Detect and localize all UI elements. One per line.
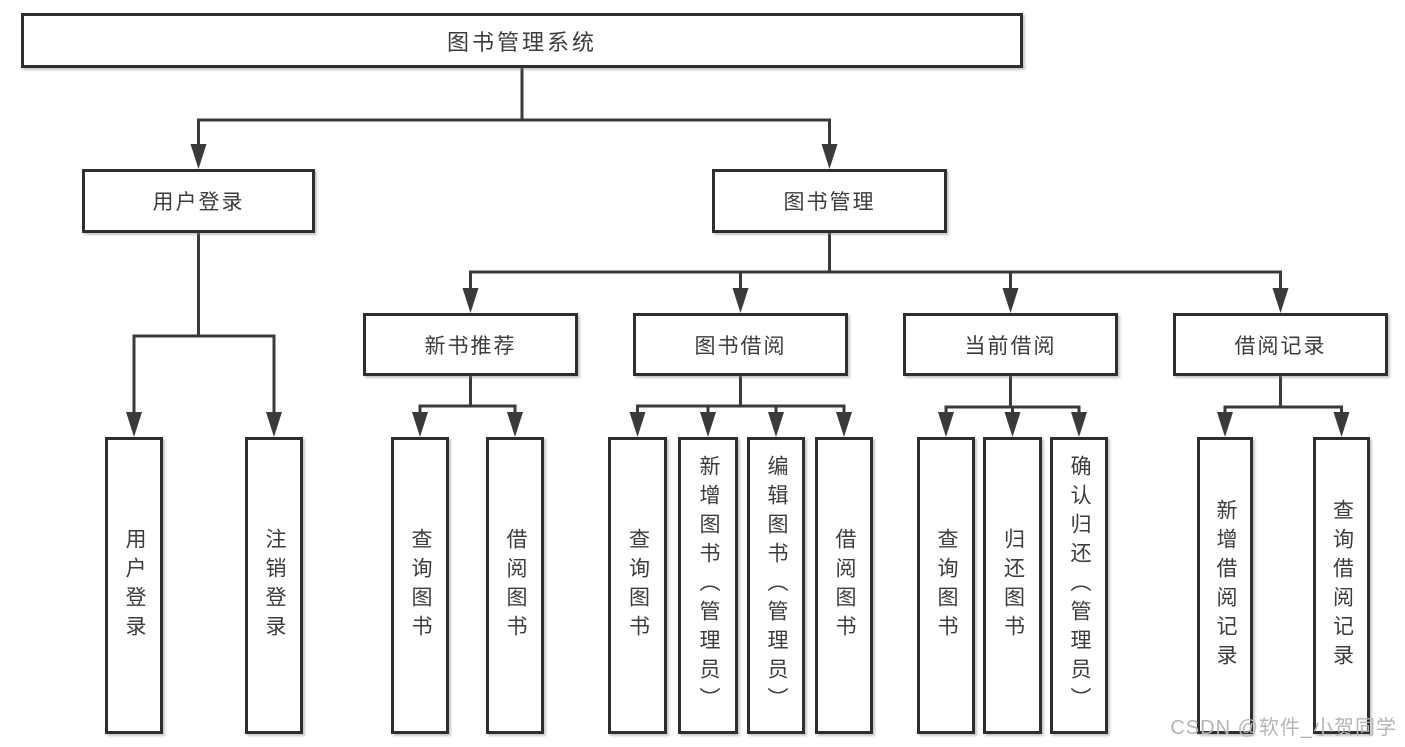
arrowhead-icon: [700, 412, 716, 437]
leaf-query-books-current: 查询图书: [917, 437, 975, 734]
node-label: 确认归还（管理员）: [1068, 455, 1091, 716]
leaf-query-books-recommend: 查询图书: [391, 437, 449, 734]
node-new-book-recommend: 新书推荐: [363, 313, 578, 376]
leaf-edit-book-admin: 编辑图书（管理员）: [747, 437, 805, 734]
arrowhead-icon: [629, 412, 646, 437]
csdn-watermark: CSDN @软件_小贺同学: [1170, 717, 1397, 739]
node-borrow-records: 借阅记录: [1173, 313, 1388, 376]
node-label: 图书管理系统: [446, 29, 597, 55]
node-root-system: 图书管理系统: [21, 13, 1023, 68]
leaf-logout: 注销登录: [245, 437, 303, 734]
node-book-borrow: 图书借阅: [633, 313, 848, 376]
node-label: 借阅图书: [833, 527, 856, 644]
leaf-user-login: 用户登录: [105, 437, 163, 734]
arrowhead-icon: [126, 412, 142, 437]
arrowhead-icon: [821, 144, 838, 169]
arrowhead-icon: [412, 412, 428, 437]
leaf-add-borrow-record: 新增借阅记录: [1197, 437, 1253, 734]
node-book-management: 图书管理: [712, 169, 947, 233]
leaf-borrow-books: 借阅图书: [815, 437, 873, 734]
arrowhead-icon: [1002, 288, 1019, 313]
arrowhead-icon: [1333, 412, 1350, 437]
arrowhead-icon: [266, 412, 282, 437]
node-user-login: 用户登录: [82, 169, 315, 233]
connector-current-borrow-to-leaves: [938, 374, 1087, 437]
arrowhead-icon: [836, 412, 852, 437]
node-label: 查询借阅记录: [1330, 498, 1354, 673]
arrowhead-icon: [732, 288, 749, 313]
leaf-query-borrow-record: 查询借阅记录: [1313, 437, 1370, 734]
node-label: 当前借阅: [964, 334, 1057, 358]
connector-borrow-records-to-leaves: [1217, 374, 1350, 437]
node-label: 新增借阅记录: [1214, 498, 1237, 673]
arrowhead-icon: [190, 144, 207, 169]
node-current-borrow: 当前借阅: [903, 313, 1118, 376]
node-label: 借阅记录: [1234, 334, 1327, 358]
connector-book-management-to-level3: [462, 231, 1289, 313]
leaf-borrow-books-recommend: 借阅图书: [486, 437, 544, 734]
node-label: 归还图书: [1001, 527, 1025, 644]
arrowhead-icon: [1217, 412, 1233, 437]
leaf-query-books-borrow: 查询图书: [608, 437, 667, 734]
node-label: 新增图书（管理员）: [697, 455, 720, 716]
node-label: 借阅图书: [504, 527, 527, 644]
arrowhead-icon: [1272, 288, 1289, 313]
node-label: 用户登录: [123, 527, 146, 644]
arrowhead-icon: [938, 412, 954, 437]
node-label: 查询图书: [935, 527, 958, 644]
node-label: 查询图书: [626, 527, 650, 644]
node-label: 图书管理: [783, 191, 876, 214]
leaf-confirm-return-admin: 确认归还（管理员）: [1050, 437, 1108, 734]
arrowhead-icon: [1071, 412, 1087, 437]
arrowhead-icon: [768, 412, 784, 437]
node-label: 查询图书: [409, 527, 432, 644]
connector-user-login-to-leaves: [126, 231, 282, 437]
node-label: 注销登录: [263, 527, 286, 644]
node-label: 编辑图书（管理员）: [765, 455, 788, 716]
arrowhead-icon: [507, 412, 523, 437]
node-label: 用户登录: [152, 191, 245, 214]
connector-book-borrow-to-leaves: [629, 374, 852, 437]
connector-new-book-recommend-to-leaves: [412, 374, 523, 437]
arrowhead-icon: [1004, 412, 1021, 437]
leaf-add-book-admin: 新增图书（管理员）: [678, 437, 738, 734]
node-label: 新书推荐: [424, 334, 517, 358]
leaf-return-books: 归还图书: [983, 437, 1042, 734]
connector-root-to-level2: [190, 64, 838, 169]
arrowhead-icon: [462, 288, 479, 313]
node-label: 图书借阅: [694, 334, 787, 358]
